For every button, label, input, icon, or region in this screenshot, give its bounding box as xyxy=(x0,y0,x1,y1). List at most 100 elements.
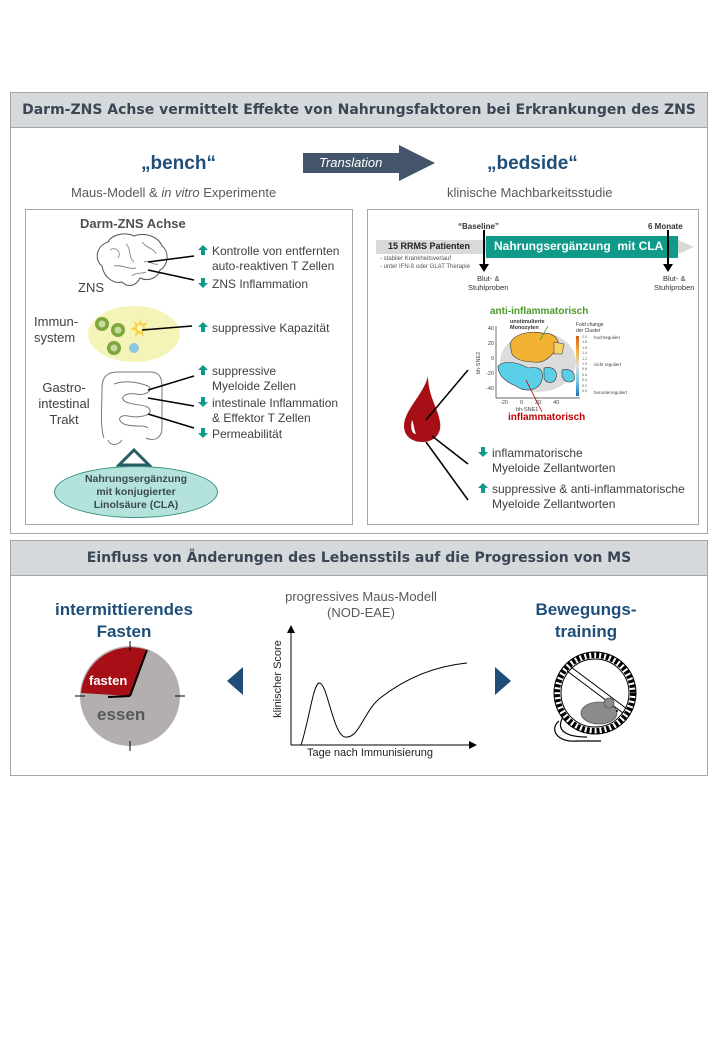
monocyte-label: unstimulierte Monozyten xyxy=(510,319,545,331)
tsne-downregulated-cluster xyxy=(543,367,557,383)
immune-system-label: Immun- system xyxy=(34,314,79,345)
model-title: progressives Maus-Modell (NOD-EAE) xyxy=(285,589,437,620)
effect-item: inflammatorische Myeloide Zellantworten xyxy=(478,446,615,476)
gut-cns-panel: Darm-ZNS Achse vermittelt Effekte von Na… xyxy=(10,92,708,534)
gut-cns-axis-heading: Darm-ZNS Achse xyxy=(80,216,186,231)
bench-subtitle: Maus-Modell & in vitro Experimente xyxy=(71,185,277,200)
arrow-down-icon xyxy=(198,428,208,439)
effect-item: Permeabilität xyxy=(198,427,282,442)
mouse-model-box: Darm-ZNS Achse ZNS Kontrolle von entfern… xyxy=(25,209,353,525)
translation-arrow-icon xyxy=(303,145,435,181)
study-timeline xyxy=(376,236,694,258)
y-axis-arrowhead xyxy=(287,625,295,633)
immune-cells-icon xyxy=(88,306,180,362)
gut-cns-panel-title: Darm-ZNS Achse vermittelt Effekte von Na… xyxy=(22,102,696,118)
tsne-x-label: bh-SNE1 xyxy=(516,407,539,413)
chart-x-label: Tage nach Immunisierung xyxy=(307,747,433,759)
timeline-arrowhead xyxy=(678,240,694,254)
tsne-plot xyxy=(495,325,580,412)
connector-line xyxy=(147,255,195,263)
fasting-segment xyxy=(81,647,147,696)
end-sample-label: Blut- & Stuhlproben xyxy=(654,274,695,292)
chart-y-label: klinischer Score xyxy=(271,640,284,718)
translation-arrow: Translation xyxy=(303,145,443,181)
effect-item: suppressive Kapazität xyxy=(198,321,329,336)
cla-supplement-ellipse: Nahrungsergänzung mit konjugierter Linol… xyxy=(54,466,218,518)
lifestyle-panel-header: Einfluss von Änderungen des Lebensstils … xyxy=(11,541,707,576)
effect-item: ZNS Inflammation xyxy=(198,277,308,292)
tsne-upregulated-cluster xyxy=(553,341,565,355)
effect-item: intestinale Inflammation & Effektor T Ze… xyxy=(198,396,338,426)
bedside-title: „bedside“ xyxy=(487,153,578,174)
connector-line xyxy=(141,325,193,331)
tsne-downregulated-cluster xyxy=(561,369,575,383)
effect-item: suppressive & anti-inflammatorische Myel… xyxy=(478,482,685,512)
bench-title: „bench“ xyxy=(141,153,216,174)
end-sampling-arrow xyxy=(663,230,673,272)
exercise-title: Bewegungs- training xyxy=(535,600,637,641)
connector-line xyxy=(431,435,469,465)
blood-drop-icon xyxy=(404,376,441,442)
fold-change-legend: Fold change der Cluster 2.0 1.8 1.6 1.4 … xyxy=(576,322,628,396)
hamster-wheel-icon xyxy=(553,651,637,742)
fold-change-colorbar xyxy=(576,336,579,396)
timeline-intervention-bar xyxy=(486,236,678,258)
arrow-up-icon xyxy=(198,365,208,376)
baseline-sampling-arrow xyxy=(479,230,489,272)
arrow-up-icon xyxy=(478,483,488,494)
patient-criteria: - stabiler Krankheitsverlauf - unter IFN… xyxy=(380,256,471,270)
arrow-up-icon xyxy=(198,322,208,333)
legend-low-label: herunterreguliert xyxy=(594,390,628,395)
gut-cns-panel-header: Darm-ZNS Achse vermittelt Effekte von Na… xyxy=(11,93,707,128)
blood-connectors xyxy=(425,369,469,501)
effect-item: suppressive Myeloide Zellen xyxy=(198,364,296,394)
patients-label: 15 RRMS Patienten xyxy=(388,241,471,251)
immune-connector xyxy=(141,325,193,331)
intervention-label: Nahrungsergänzung mit CLA xyxy=(494,239,664,253)
six-months-label: 6 Monate xyxy=(648,222,683,231)
x-axis-arrowhead xyxy=(469,741,477,749)
connector-line xyxy=(147,413,195,429)
connector-line xyxy=(147,269,195,281)
arrow-down-icon xyxy=(198,278,208,289)
tsne-xticks: -20 0 20 40 xyxy=(500,400,560,406)
gi-tract-label: Gastro- intestinal Trakt xyxy=(38,380,90,427)
gi-connectors xyxy=(147,375,195,429)
connector-line xyxy=(147,375,195,391)
tsne-downregulated-cluster xyxy=(497,362,543,391)
arrow-down-icon xyxy=(478,447,488,458)
left-pointer-icon xyxy=(227,667,243,695)
clinical-score-curve xyxy=(300,662,468,746)
brain-icon xyxy=(96,233,168,286)
arrow-down-icon xyxy=(198,397,208,408)
intestine-icon xyxy=(101,371,163,445)
legend-high-label: hochreguliert xyxy=(594,335,621,340)
zns-label: ZNS xyxy=(78,280,104,295)
fasten-label: fasten xyxy=(89,673,128,688)
baseline-label: “Baseline” xyxy=(458,222,499,231)
tsne-yticks: 40 20 0 -20 -40 xyxy=(486,326,494,392)
arrow-up-icon xyxy=(198,245,208,256)
right-pointer-icon xyxy=(495,667,511,695)
clinical-study-box: “Baseline” 6 Monate 15 RRMS Patienten Na… xyxy=(367,209,699,525)
clock-hand xyxy=(107,695,131,698)
connector-line xyxy=(425,441,469,501)
translation-label: Translation xyxy=(319,155,383,170)
anti-inflammatory-label: anti-inflammatorisch xyxy=(490,306,589,317)
lifestyle-panel: Einfluss von Änderungen des Lebensstils … xyxy=(10,540,708,776)
effect-item: Kontrolle von entfernten auto-reaktiven … xyxy=(198,244,339,274)
baseline-sample-label: Blut- & Stuhlproben xyxy=(468,274,509,292)
legend-mid-label: nicht reguliert xyxy=(594,362,622,367)
connector-line xyxy=(425,369,469,421)
triangle-icon xyxy=(116,448,152,467)
timeline-baseline-bar xyxy=(376,240,486,254)
connector-line xyxy=(147,397,195,407)
fasting-title: intermittierendes Fasten xyxy=(55,600,193,641)
clock-hand xyxy=(129,649,148,697)
brain-connectors xyxy=(147,255,195,281)
fasting-clock xyxy=(75,641,185,751)
essen-label: essen xyxy=(97,705,146,724)
clinical-score-chart xyxy=(287,625,477,749)
lifestyle-panel-title: Einfluss von Änderungen des Lebensstils … xyxy=(86,550,632,566)
inflammatory-label: inflammatorisch xyxy=(508,412,586,423)
